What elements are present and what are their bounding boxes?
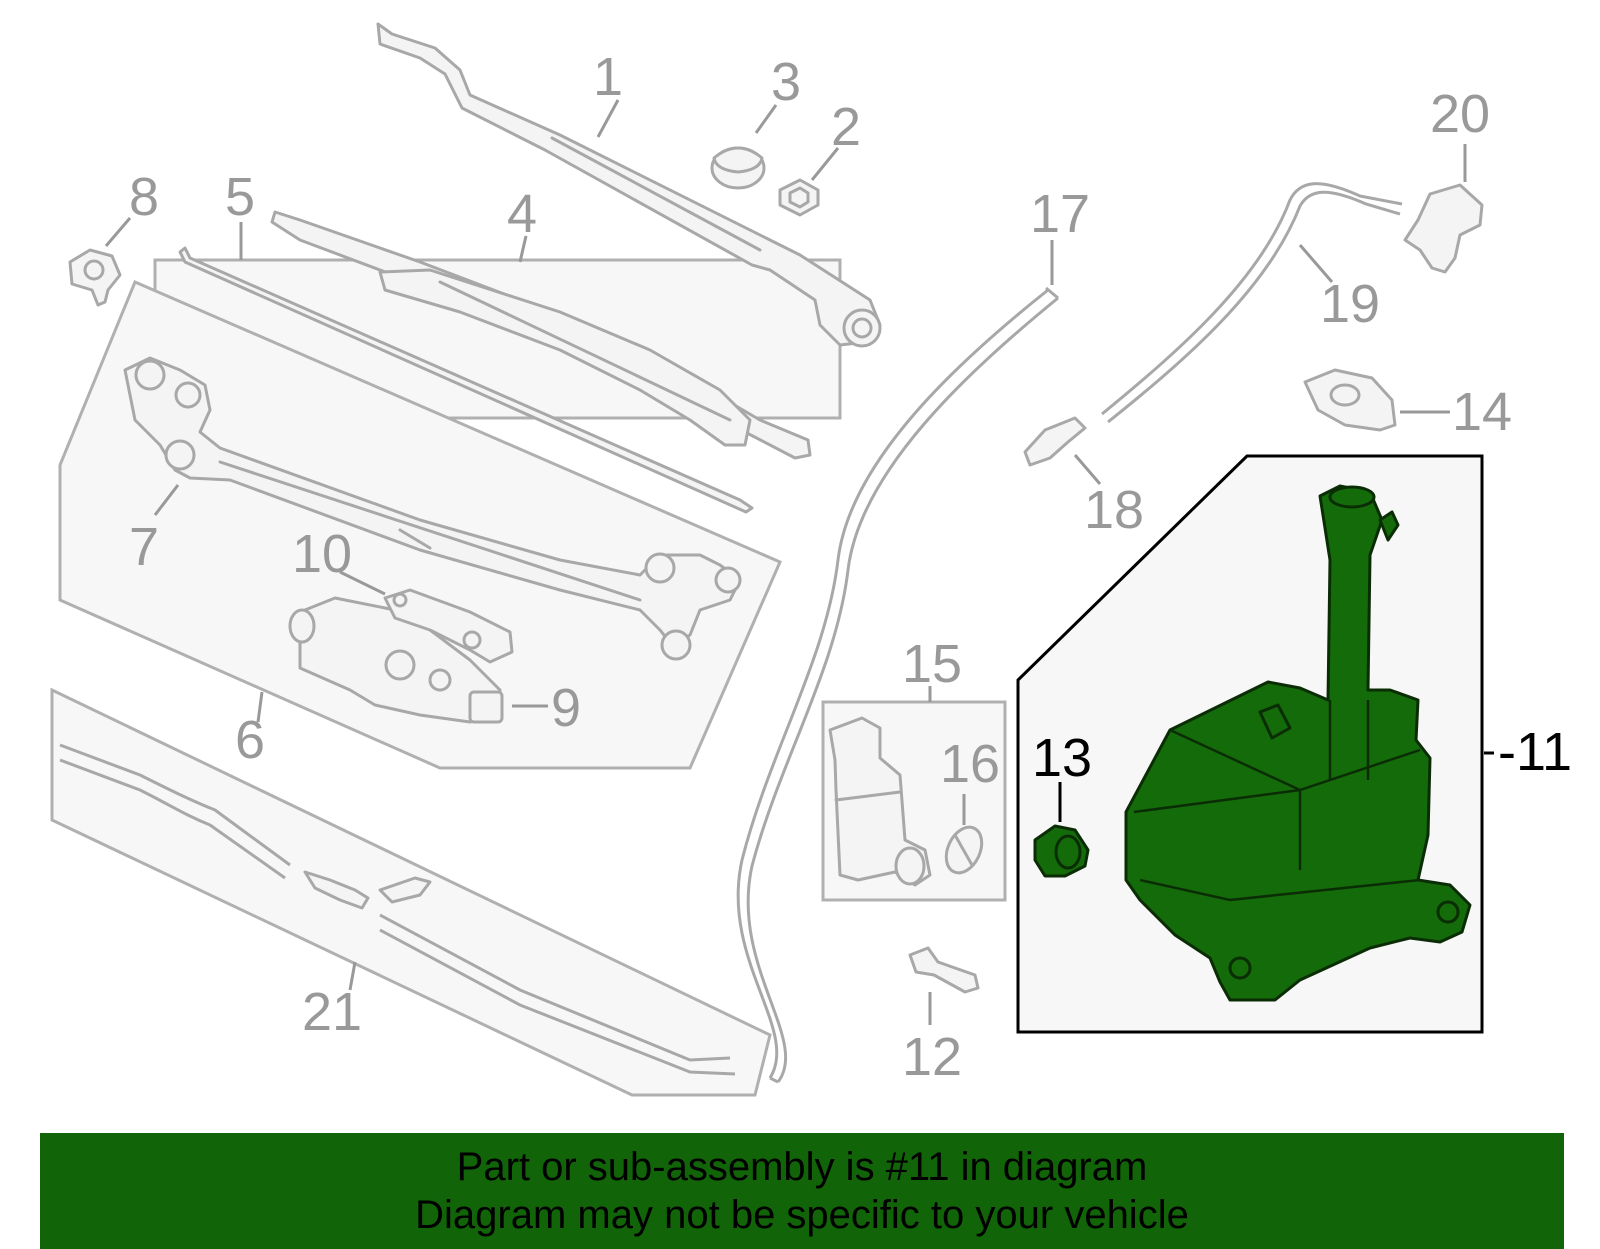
callout-15: 15 — [902, 634, 962, 694]
cap-part-3[interactable] — [710, 146, 766, 190]
callout-4: 4 — [507, 184, 537, 244]
hose-set-part-21[interactable] — [59, 743, 736, 1076]
callout-7: 7 — [129, 517, 159, 577]
wiper-linkage-part-7[interactable] — [123, 356, 742, 661]
callout-3: 3 — [771, 52, 801, 112]
callout-20: 20 — [1430, 84, 1490, 144]
callout-21: 21 — [302, 982, 362, 1042]
part-info-banner: Part or sub-assembly is #11 in diagram D… — [40, 1133, 1564, 1249]
banner-line-2: Diagram may not be specific to your vehi… — [415, 1193, 1189, 1237]
callout-12: 12 — [902, 1027, 962, 1087]
motor-bracket-part-10[interactable] — [383, 588, 514, 664]
callout-17: 17 — [1030, 184, 1090, 244]
bolt-part-12[interactable] — [908, 946, 980, 994]
callout-19: 19 — [1320, 274, 1380, 334]
wiper-blade-part-4[interactable] — [270, 210, 812, 460]
callout-9: 9 — [551, 678, 581, 738]
callout-8: 8 — [129, 167, 159, 227]
seal-part-16[interactable] — [939, 821, 988, 878]
leader-lines — [104, 99, 1494, 1025]
banner-line-1: Part or sub-assembly is #11 in diagram — [456, 1145, 1148, 1189]
cap-part-14[interactable] — [1303, 368, 1397, 432]
callout-2: 2 — [831, 97, 861, 157]
callout-5: 5 — [225, 167, 255, 227]
callout-13: 13 — [1032, 728, 1092, 788]
washer-pump-part-15[interactable] — [828, 716, 932, 887]
callout-1: 1 — [593, 47, 623, 107]
clip-part-8[interactable] — [68, 248, 122, 307]
clip-part-18[interactable] — [1023, 416, 1087, 467]
washer-reservoir-part-11[interactable] — [1124, 484, 1472, 1002]
callout-6: 6 — [235, 710, 265, 770]
grommet-part-13[interactable] — [1033, 824, 1090, 878]
callout-18: 18 — [1084, 480, 1144, 540]
nut-part-2[interactable] — [778, 178, 820, 217]
callout-10: 10 — [292, 524, 352, 584]
callout-11: -11 — [1498, 722, 1572, 782]
callout-16: 16 — [940, 734, 1000, 794]
connector-part-20[interactable] — [1403, 183, 1484, 274]
wiper-arm-part-1[interactable] — [376, 22, 882, 348]
hose-part-19[interactable] — [1101, 182, 1403, 424]
callout-14: 14 — [1452, 382, 1512, 442]
blade-refill-part-5[interactable] — [178, 246, 754, 514]
washer-hose-part-17[interactable] — [736, 286, 1059, 1084]
